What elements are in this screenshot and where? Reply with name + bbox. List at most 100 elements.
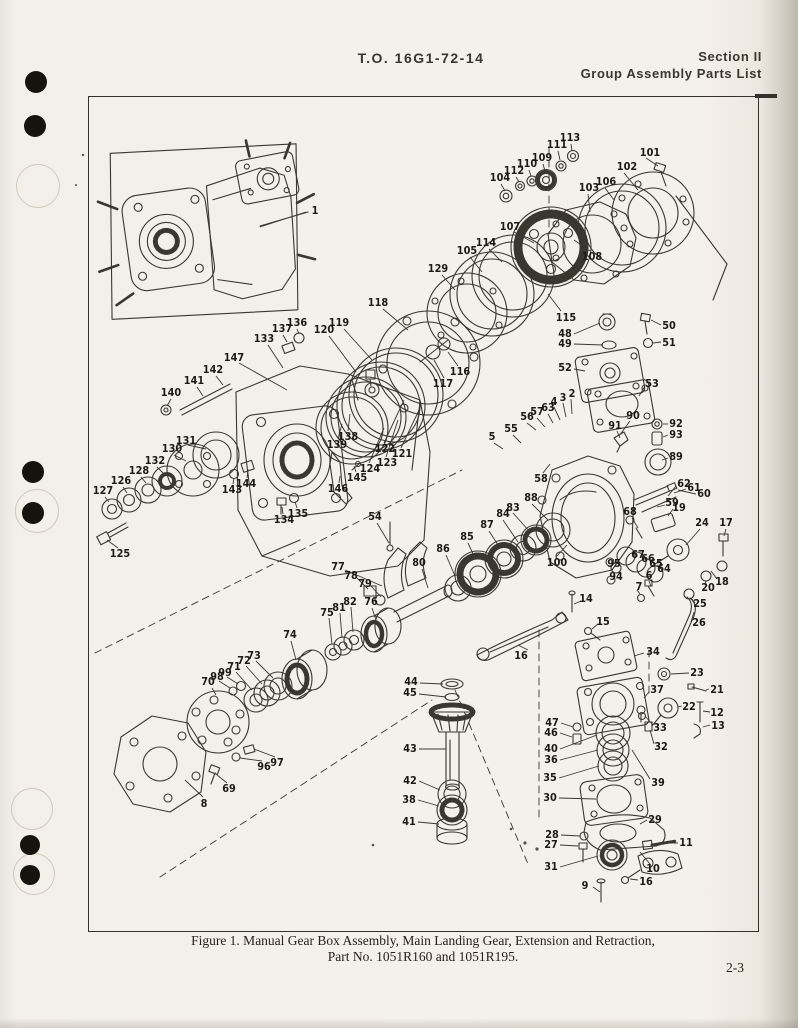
callout-113: 113 (559, 132, 581, 144)
callout-3: 3 (559, 392, 567, 404)
callout-40: 40 (544, 743, 558, 755)
callout-105: 105 (456, 245, 478, 257)
callout-46: 46 (544, 727, 558, 739)
registration-dot (24, 115, 46, 137)
section-header: Section II Group Assembly Parts List (581, 48, 762, 82)
callout-106: 106 (595, 176, 617, 188)
callout-104: 104 (489, 172, 511, 184)
callout-116: 116 (449, 366, 471, 378)
callout-127: 127 (92, 485, 114, 497)
callout-34: 34 (646, 646, 660, 658)
callout-17: 17 (719, 517, 733, 529)
callout-86: 86 (436, 543, 450, 555)
callout-21: 21 (710, 684, 724, 696)
callout-123: 123 (376, 457, 398, 469)
callout-85: 85 (460, 531, 474, 543)
callout-134: 134 (273, 514, 295, 526)
callout-97: 97 (270, 757, 284, 769)
callout-18: 18 (715, 576, 729, 588)
callout-84: 84 (496, 508, 510, 520)
callout-100: 100 (546, 557, 568, 569)
callout-122: 122 (374, 443, 396, 455)
callout-leader-lines (104, 143, 727, 893)
callout-92: 92 (669, 418, 683, 430)
callout-75: 75 (320, 607, 334, 619)
callout-117: 117 (432, 378, 454, 390)
callout-94: 94 (609, 571, 623, 583)
callout-29: 29 (648, 814, 662, 826)
callout-132: 132 (144, 455, 166, 467)
callout-74: 74 (283, 629, 297, 641)
callout-102: 102 (616, 161, 638, 173)
callout-16: 16 (639, 876, 653, 888)
callout-144: 144 (235, 478, 257, 490)
callout-32: 32 (654, 741, 668, 753)
section-label: Section II (698, 49, 762, 64)
callout-118: 118 (367, 297, 389, 309)
callout-58: 58 (534, 473, 548, 485)
registration-dot (25, 71, 47, 93)
callout-131: 131 (175, 435, 197, 447)
callout-138: 138 (337, 431, 359, 443)
callout-22: 22 (682, 701, 696, 713)
callout-77: 77 (331, 561, 345, 573)
callout-35: 35 (543, 772, 557, 784)
callout-62: 62 (677, 478, 691, 490)
callout-30: 30 (543, 792, 557, 804)
callout-147: 147 (223, 352, 245, 364)
callout-79: 79 (358, 578, 372, 590)
callout-57: 57 (530, 406, 544, 418)
callout-24: 24 (695, 517, 709, 529)
callout-124: 124 (359, 463, 381, 475)
callout-63: 63 (541, 402, 555, 414)
callout-47: 47 (545, 717, 559, 729)
callout-114: 114 (475, 237, 497, 249)
callout-1: 1 (311, 205, 319, 217)
callout-25: 25 (693, 598, 707, 610)
callout-115: 115 (555, 312, 577, 324)
callout-146: 146 (327, 483, 349, 495)
callout-71: 71 (227, 661, 241, 673)
callout-109: 109 (531, 152, 553, 164)
callout-67: 67 (631, 549, 645, 561)
callout-19: 19 (672, 502, 686, 514)
registration-ring (15, 489, 59, 533)
callout-107: 107 (499, 221, 521, 233)
callout-90: 90 (626, 410, 640, 422)
callout-103: 103 (578, 182, 600, 194)
callout-126: 126 (110, 475, 132, 487)
callout-139: 139 (326, 439, 348, 451)
callout-39: 39 (651, 777, 665, 789)
callout-43: 43 (403, 743, 417, 755)
callout-119: 119 (328, 317, 350, 329)
callout-37: 37 (650, 684, 664, 696)
callout-72: 72 (237, 655, 251, 667)
callout-20: 20 (701, 582, 715, 594)
page-number: 2-3 (726, 960, 744, 975)
callout-93: 93 (669, 429, 683, 441)
callout-76: 76 (364, 596, 378, 608)
callout-5: 5 (488, 431, 496, 443)
paper-specks (75, 153, 539, 851)
callout-91: 91 (608, 420, 622, 432)
callout-80: 80 (412, 557, 426, 569)
callout-96: 96 (257, 761, 271, 773)
callout-99: 99 (218, 667, 232, 679)
callout-42: 42 (403, 775, 417, 787)
callout-125: 125 (109, 548, 131, 560)
figure-caption: Figure 1. Manual Gear Box Assembly, Main… (103, 933, 743, 964)
callout-51: 51 (662, 337, 676, 349)
callout-137: 137 (271, 323, 293, 335)
callout-2: 2 (568, 388, 576, 400)
callout-56: 56 (520, 411, 534, 423)
registration-dot (20, 865, 40, 885)
callout-53: 53 (645, 378, 659, 390)
callout-112: 112 (503, 165, 525, 177)
callout-50: 50 (662, 320, 676, 332)
callout-78: 78 (344, 570, 358, 582)
callout-143: 143 (221, 484, 243, 496)
callout-82: 82 (343, 596, 357, 608)
callout-145: 145 (346, 472, 368, 484)
callout-10: 10 (646, 863, 660, 875)
callout-45: 45 (403, 687, 417, 699)
